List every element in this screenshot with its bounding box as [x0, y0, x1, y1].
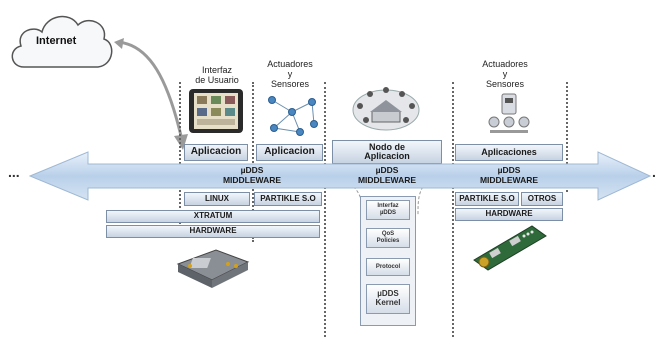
separator-1: [179, 82, 181, 232]
ellipsis-right: .: [652, 164, 656, 180]
middleware-label-left: µDDS MIDDLEWARE: [222, 165, 282, 185]
interfaz-udds-box: Interfaz µDDS: [366, 200, 410, 220]
actuators-sensors-label-1: Actuadores y Sensores: [267, 59, 313, 89]
middleware-label-right: µDDS MIDDLEWARE: [479, 165, 539, 185]
ui-label: Interfaz de Usuario: [195, 65, 239, 85]
xtratum-box: XTRATUM: [106, 210, 320, 223]
middleware-label-center: µDDS MIDDLEWARE: [357, 165, 417, 185]
separator-5: [566, 82, 568, 192]
separator-2: [252, 82, 254, 242]
nodo-aplicacion-box: Nodo de Aplicacion: [332, 140, 442, 164]
aplicaciones-box: Aplicaciones: [455, 144, 563, 161]
ellipsis-left: ...: [8, 164, 20, 180]
sensor-board-icon: [473, 225, 547, 271]
protocol-box: Protocol: [366, 258, 410, 276]
partikle-box-2: PARTIKLE S.O: [455, 192, 519, 206]
udds-kernel-box: µDDS Kernel: [366, 284, 410, 314]
sensor-network-icon: [268, 96, 318, 136]
hardware-box-1: HARDWARE: [106, 225, 320, 238]
internet-cloud: [11, 15, 113, 68]
sensor-devices-icon: [488, 93, 530, 133]
separator-3: [324, 82, 326, 337]
separator-4: [452, 82, 454, 337]
partikle-box-1: PARTIKLE S.O: [254, 192, 322, 206]
hardware-box-2: HARDWARE: [455, 208, 563, 221]
internet-label: Internet: [36, 35, 77, 47]
linux-box: LINUX: [184, 192, 250, 206]
tablet-icon: [189, 89, 243, 133]
actuators-sensors-label-2: Actuadores y Sensores: [482, 59, 528, 89]
aplicacion-box-2: Aplicacion: [256, 144, 323, 161]
application-node-icon: [352, 87, 420, 131]
otros-box: OTROS: [521, 192, 563, 206]
aplicacion-box-1: Aplicacion: [184, 144, 248, 161]
embedded-board-icon: [176, 249, 250, 288]
qos-policies-box: QoS Policies: [366, 228, 410, 248]
